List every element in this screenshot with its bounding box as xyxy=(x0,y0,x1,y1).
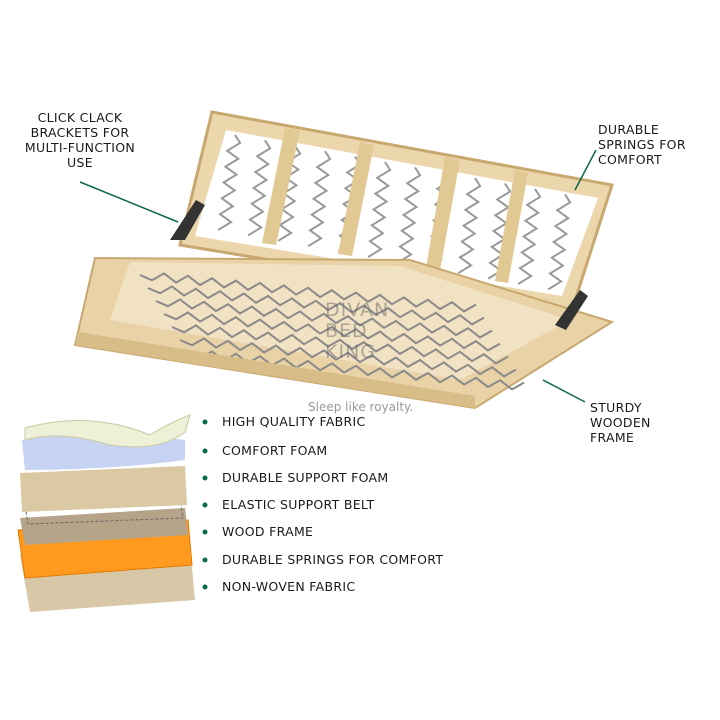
callout-line: USE xyxy=(67,155,93,170)
spring xyxy=(139,272,477,313)
layer-label: COMFORT FOAM xyxy=(222,443,328,458)
seat-springs xyxy=(139,272,525,391)
callout-line: WOODEN xyxy=(590,415,651,430)
layer-label: DURABLE SPRINGS FOR COMFORT xyxy=(222,552,444,567)
callout-click-clack: CLICK CLACK BRACKETS FOR MULTI-FUNCTION … xyxy=(10,110,150,170)
watermark-line: BED xyxy=(325,320,368,342)
spring xyxy=(217,134,242,231)
watermark-line: KING xyxy=(325,341,376,363)
layer-label: ELASTIC SUPPORT BELT xyxy=(222,497,375,512)
bracket-left xyxy=(170,200,205,240)
spring xyxy=(337,156,362,253)
support-foam-layer xyxy=(20,466,187,512)
layer-label: WOOD FRAME xyxy=(222,524,314,539)
spring xyxy=(147,285,485,326)
callout-line: COMFORT xyxy=(598,152,662,167)
watermark-line: DIVAN xyxy=(325,299,390,321)
spring xyxy=(179,337,517,378)
spring xyxy=(367,161,392,258)
callout-line: FRAME xyxy=(590,430,635,445)
callout-line: CLICK CLACK xyxy=(37,110,123,125)
spring xyxy=(155,298,493,339)
layer-label: HIGH QUALITY FABRIC xyxy=(222,414,366,429)
layer-dots xyxy=(202,419,208,590)
spring xyxy=(307,150,332,248)
layer-stack xyxy=(17,414,195,612)
seat-edge xyxy=(75,332,475,408)
spring xyxy=(397,166,422,264)
support-belt-layer xyxy=(24,497,184,525)
backrest-slats xyxy=(262,128,528,283)
spring xyxy=(517,188,542,285)
wood-frame-layer xyxy=(20,508,188,545)
spring xyxy=(547,193,572,291)
fabric-layer xyxy=(24,414,191,448)
callout-line: MULTI-FUNCTION xyxy=(24,140,136,155)
callout-line: DURABLE xyxy=(598,122,660,137)
spring xyxy=(457,177,482,275)
callout-lines xyxy=(79,149,597,403)
bracket-right xyxy=(555,290,588,330)
callout-sturdy-frame: STURDY WOODEN FRAME xyxy=(590,400,651,445)
layer-label: NON-WOVEN FABRIC xyxy=(222,579,356,594)
callout-line: SPRINGS FOR xyxy=(598,137,686,152)
spring xyxy=(247,139,272,237)
watermark-tagline: Sleep like royalty. xyxy=(308,400,414,414)
callout-line: STURDY xyxy=(590,400,642,415)
layer-label: DURABLE SUPPORT FOAM xyxy=(222,470,389,485)
spring xyxy=(487,183,512,280)
spring xyxy=(171,324,509,365)
callout-durable-springs: DURABLE SPRINGS FOR COMFORT xyxy=(598,122,686,167)
callout-line: BRACKETS FOR xyxy=(30,125,130,140)
spring xyxy=(163,311,501,352)
watermark-logo: DIVAN BED KING xyxy=(325,300,389,363)
